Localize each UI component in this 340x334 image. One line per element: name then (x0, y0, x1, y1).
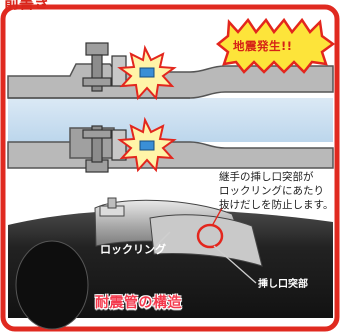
highlight-circle (196, 223, 224, 249)
pipe-opening (15, 240, 89, 330)
spigot-label: 挿し口突部 (258, 279, 308, 290)
top-cut-text: 前書き (4, 0, 50, 12)
explanation-line: 継手の挿し口突部が (219, 171, 314, 183)
lock-ring-label: ロックリング (100, 243, 166, 256)
explanation-line: ロックリングにあたり (219, 185, 324, 197)
explanation-line: 抜けだしを防止します。 (219, 199, 334, 211)
frame-border (0, 4, 340, 332)
upper-bolt (82, 42, 127, 92)
water-channel (8, 98, 333, 142)
earthquake-burst (215, 17, 336, 74)
lower-bolt (82, 125, 127, 173)
earthquake-label: 地震発生!! (233, 39, 293, 53)
diagram-caption: 耐震管の構造 (95, 295, 182, 311)
explanation-text: 継手の挿し口突部が ロックリングにあたり 抜けだしを防止します。 (219, 170, 333, 212)
upper-wall (7, 63, 334, 99)
